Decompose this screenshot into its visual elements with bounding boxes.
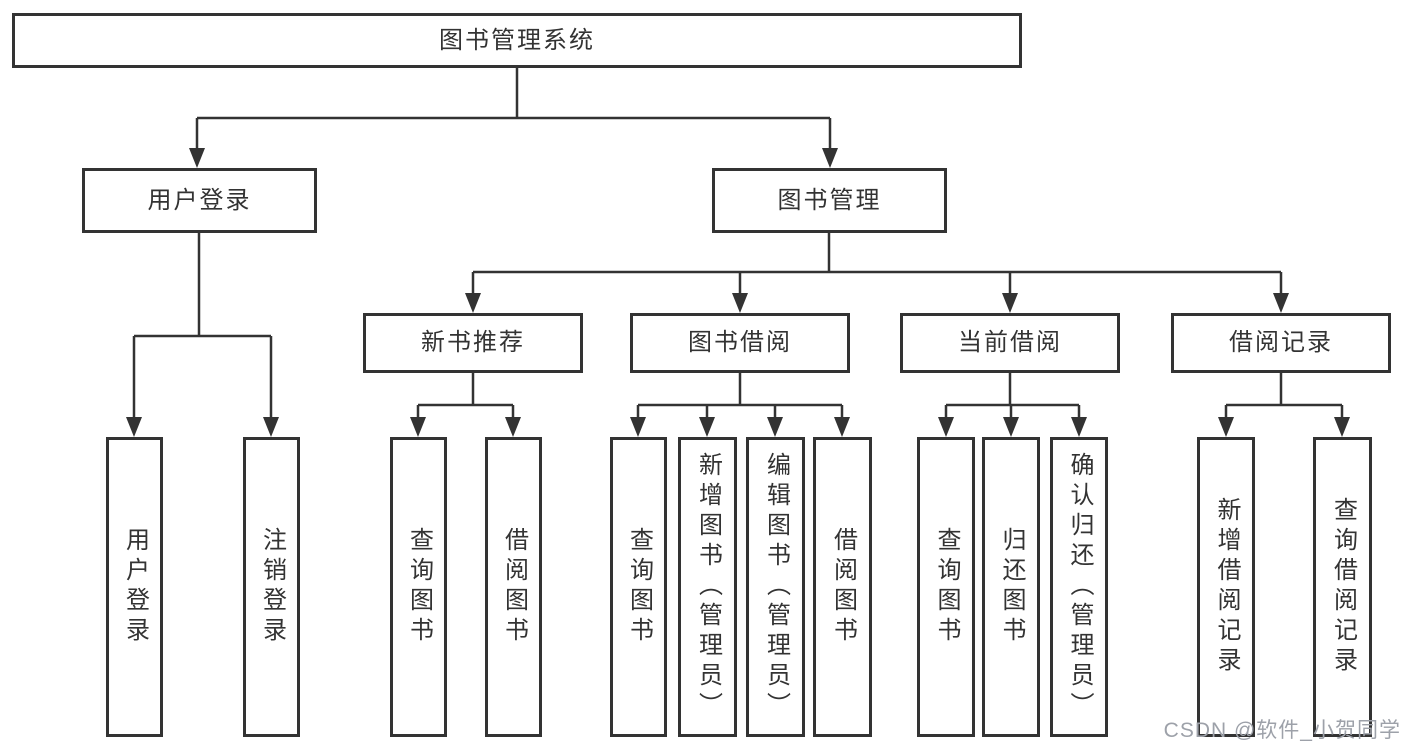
- leaf-borrow-books-rec: 借阅图书: [485, 437, 542, 737]
- node-label: 新书推荐: [421, 329, 525, 356]
- watermark: CSDN @软件_小贺同学: [1163, 719, 1401, 742]
- book-management-connector: [465, 233, 1289, 313]
- borrow-records-connector: [1218, 373, 1350, 437]
- leaf-logout: 注销登录: [243, 437, 300, 737]
- node-label: 新增借阅记录: [1213, 497, 1240, 677]
- user-login-connector: [126, 233, 279, 437]
- node-borrowing-records: 借阅记录: [1171, 313, 1391, 373]
- arrowhead-icon: [938, 417, 1087, 437]
- node-label: 当前借阅: [958, 329, 1062, 356]
- connector-line: [416, 373, 515, 418]
- node-label: 查询图书: [933, 527, 960, 647]
- connector-line: [944, 373, 1081, 418]
- new-book-rec-connector: [410, 373, 521, 437]
- arrowhead-icon: [189, 148, 838, 168]
- node-label: 借阅记录: [1229, 329, 1333, 356]
- arrowhead-icon: [630, 417, 850, 437]
- node-label: 注销登录: [258, 527, 286, 647]
- root-connector: [189, 68, 838, 168]
- leaf-query-borrow-record: 查询借阅记录: [1313, 437, 1372, 737]
- node-label: 确认归还（管理员）: [1066, 452, 1093, 722]
- leaf-query-books-current: 查询图书: [917, 437, 975, 737]
- book-borrow-connector: [630, 373, 850, 437]
- leaf-add-borrow-record: 新增借阅记录: [1197, 437, 1255, 737]
- node-label: 借阅图书: [829, 527, 857, 647]
- node-label: 新增图书（管理员）: [694, 452, 722, 722]
- node-library-system-root: 图书管理系统: [12, 13, 1022, 68]
- leaf-edit-books-admin: 编辑图书（管理员）: [746, 437, 805, 737]
- leaf-query-books-borrow: 查询图书: [610, 437, 667, 737]
- leaf-borrow-books: 借阅图书: [813, 437, 872, 737]
- node-label: 借阅图书: [500, 527, 528, 647]
- node-book-management: 图书管理: [712, 168, 947, 233]
- arrowhead-icon: [126, 417, 279, 437]
- node-user-login: 用户登录: [82, 168, 317, 233]
- arrowhead-icon: [465, 293, 1289, 313]
- leaf-add-books-admin: 新增图书（管理员）: [678, 437, 737, 737]
- node-label: 用户登录: [121, 527, 149, 647]
- node-label: 图书借阅: [688, 329, 792, 356]
- node-label: 归还图书: [998, 527, 1025, 647]
- node-new-book-recommendation: 新书推荐: [363, 313, 583, 373]
- connector-line: [195, 68, 832, 149]
- arrowhead-icon: [410, 417, 521, 437]
- leaf-query-books-rec: 查询图书: [390, 437, 447, 737]
- node-label: 图书管理: [777, 186, 882, 214]
- connector-line: [471, 233, 1283, 294]
- node-label: 图书管理系统: [439, 26, 595, 54]
- connector-line: [132, 233, 273, 418]
- leaf-confirm-return-admin: 确认归还（管理员）: [1050, 437, 1108, 737]
- leaf-return-books: 归还图书: [982, 437, 1040, 737]
- node-label: 编辑图书（管理员）: [762, 452, 790, 722]
- node-label: 用户登录: [147, 186, 252, 214]
- node-book-borrowing: 图书借阅: [630, 313, 850, 373]
- connector-line: [636, 373, 844, 418]
- node-label: 查询借阅记录: [1329, 497, 1357, 677]
- current-borrow-connector: [938, 373, 1087, 437]
- node-label: 查询图书: [405, 527, 433, 647]
- node-current-borrowing: 当前借阅: [900, 313, 1120, 373]
- leaf-user-login: 用户登录: [106, 437, 163, 737]
- arrowhead-icon: [1218, 417, 1350, 437]
- node-label: 查询图书: [625, 527, 653, 647]
- connector-line: [1224, 373, 1344, 418]
